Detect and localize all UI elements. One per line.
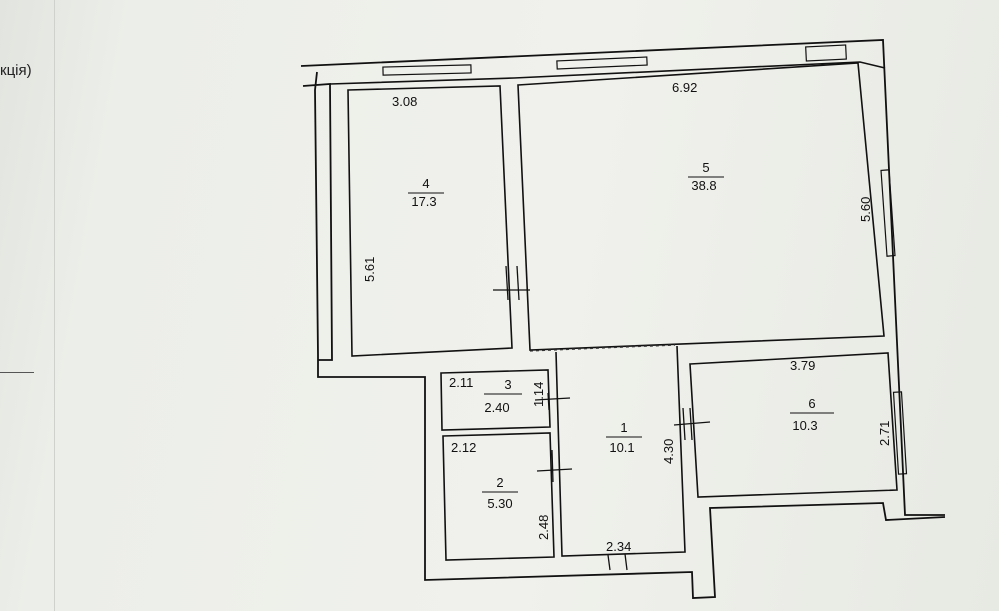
- window-room-5-right: [880, 169, 896, 257]
- room-3-outline: [440, 369, 551, 431]
- room-1-opening: [529, 344, 676, 352]
- room-1-number: 1: [620, 420, 627, 435]
- dim-room5-width: 6.92: [672, 80, 697, 95]
- room-1-outline: [555, 345, 686, 557]
- room-4-number: 4: [422, 176, 429, 191]
- room-6-label: 6 10.3: [790, 396, 834, 433]
- dim-room2-width: 2.12: [451, 440, 476, 455]
- dim-room5-length: 5.60: [858, 197, 873, 222]
- window-corner: [805, 44, 847, 62]
- room-5-area: 38.8: [691, 178, 716, 193]
- margin-rule: [0, 372, 34, 373]
- window-room-6: [892, 391, 908, 475]
- dim-room4-width: 3.08: [392, 94, 417, 109]
- page-margin-line: [54, 0, 55, 611]
- dim-room1-width: 2.34: [606, 539, 631, 554]
- room-2-number: 2: [496, 475, 503, 490]
- room-4-area: 17.3: [411, 194, 436, 209]
- room-5-label: 5 38.8: [688, 160, 724, 193]
- dimension-labels: 3.08 5.61 6.92 5.60 2.11 1.14 2.12 2.48 …: [362, 80, 892, 554]
- windows: [382, 44, 908, 475]
- dim-room3-length: 1.14: [531, 382, 546, 407]
- dim-room1-length: 4.30: [661, 439, 676, 464]
- room-1-area: 10.1: [609, 440, 634, 455]
- dim-room2-length: 2.48: [536, 515, 551, 540]
- room-4-label: 4 17.3: [408, 176, 444, 209]
- dim-room4-length: 5.61: [362, 257, 377, 282]
- room-2-label: 2 5.30: [482, 475, 518, 511]
- corner-caption: кція): [0, 62, 32, 79]
- room-6-area: 10.3: [792, 418, 817, 433]
- room-5-number: 5: [702, 160, 709, 175]
- room-6-outline: [689, 352, 898, 498]
- door-marks: [493, 265, 711, 571]
- room-2-area: 5.30: [487, 496, 512, 511]
- dim-room6-width: 3.79: [790, 358, 815, 373]
- room-6-number: 6: [808, 396, 815, 411]
- room-5-outline: [517, 62, 885, 351]
- outer-wall: [300, 39, 946, 599]
- room-3-area: 2.40: [484, 400, 509, 415]
- room-3-number: 3: [504, 377, 511, 392]
- room-1-label: 1 10.1: [606, 420, 642, 455]
- window-room-5-top: [556, 56, 648, 70]
- window-room-4: [382, 64, 472, 76]
- dim-room6-length: 2.71: [877, 421, 892, 446]
- top-wall: [329, 61, 886, 85]
- dim-room3-width: 2.11: [449, 375, 473, 390]
- room-4-outline: [347, 85, 513, 357]
- room-3-label: 3 2.40: [484, 377, 522, 415]
- room-2-outline: [442, 432, 555, 561]
